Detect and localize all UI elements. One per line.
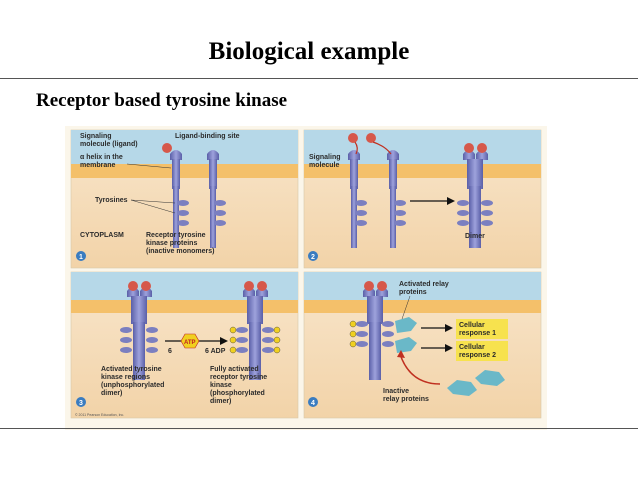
p3-number: 3 [79,400,83,407]
p1-cytoplasm: CYTOPLASM [80,232,124,239]
dimer-active-4 [349,281,394,380]
p1-signaling-line2: molecule (ligand) [80,141,138,148]
slide-subtitle: Receptor based tyrosine kinase [36,90,288,111]
dimer-unphosphorylated [120,281,158,380]
panel-1: Signaling molecule (ligand) Ligand-bindi… [70,129,299,269]
extracellular-region-2 [304,130,541,166]
p3-fully-line5: dimer) [210,398,231,405]
p2-number-badge [308,251,318,261]
relay-protein-active-2 [395,337,417,353]
p3-fully-line4: (phosphorylated [210,390,265,397]
recruit-arrow [399,353,441,385]
p3-adp: 6 ADP [205,348,226,355]
p3-activated-line2: kinase regions [101,374,150,381]
p4-response2-line2: response 2 [459,352,496,359]
p4-activated-relay-line1: Activated relay [399,281,449,288]
p4-response1-line1: Cellular [459,322,485,329]
p4-activated-relay-line2: proteins [399,289,427,296]
p3-activated-line1: Activated tyrosine [101,366,162,373]
p1-number: 1 [79,254,83,261]
receptor-monomer-b [207,150,226,248]
p1-ligand-binding-site: Ligand-binding site [175,133,240,140]
p2-dimer: Dimer [465,233,485,240]
panel-4: Cellular response 1 Cellular response 2 … [303,271,542,419]
p3-fully-line1: Fully activated [210,366,259,373]
ligand-2a [348,133,358,143]
p1-tyrosines: Tyrosines [95,197,128,204]
slide-title: Biological example [208,38,410,65]
membrane-2 [304,164,541,178]
ligand-1 [162,143,172,153]
response-box-2 [456,341,508,361]
p4-number-badge [308,397,318,407]
p1-alpha-helix-line1: α helix in the [80,154,123,161]
p3-atp: ATP [184,340,196,346]
ligand-2b [366,133,376,143]
p1-number-badge [76,251,86,261]
p3-number-badge [76,397,86,407]
relay-protein-inactive-2 [475,370,505,386]
p1-receptor-line3: (inactive monomers) [146,248,214,255]
extracellular-region-1 [71,130,298,166]
membrane-1 [71,164,298,178]
panel-3: ATP 6 6 ADP Activated tyrosine kinase re… [70,271,299,419]
membrane-4 [304,300,541,313]
p4-inactive-relay-line2: relay proteins [383,396,429,403]
p4-number: 4 [311,400,315,407]
p2-signaling-line1: Signaling [309,154,341,161]
receptor-monomer-d [387,150,406,248]
p4-response1-line2: response 1 [459,330,496,337]
p1-signaling-line1: Signaling [80,133,112,140]
bottom-divider [0,428,638,429]
figure-svg: Signaling molecule (ligand) Ligand-bindi… [70,129,542,419]
p3-fully-line2: receptor tyrosine [210,374,267,381]
relay-protein-active-1 [395,317,417,333]
p3-atp-count: 6 [168,348,172,355]
panel-2: Signaling molecule Dimer 2 [303,129,542,269]
p4-inactive-relay-line1: Inactive [383,388,409,395]
response-box-1 [456,319,508,339]
p1-receptor-line1: Receptor tyrosine [146,232,206,239]
p3-activated-line3: (unphosphorylated [101,382,164,389]
p1-receptor-line2: kinase proteins [146,240,197,247]
p2-number: 2 [311,254,315,261]
p3-activated-line4: dimer) [101,390,122,397]
relay-protein-inactive-1 [447,380,477,396]
receptor-dimer-2 [457,143,493,248]
p3-fully-line3: kinase [210,382,232,389]
dimer-phosphorylated [229,281,281,380]
p3-copyright: © 2011 Pearson Education, Inc. [75,413,124,417]
p4-response2-line1: Cellular [459,344,485,351]
receptor-tyrosine-kinase-figure: Signaling molecule (ligand) Ligand-bindi… [65,126,547,430]
extracellular-region-4 [304,272,541,302]
p1-alpha-helix-line2: membrane [80,162,116,169]
membrane-3 [71,300,298,313]
title-divider [0,78,638,79]
atp-badge [180,333,200,349]
receptor-monomer-a [170,150,189,248]
p2-signaling-line2: molecule [309,162,339,169]
